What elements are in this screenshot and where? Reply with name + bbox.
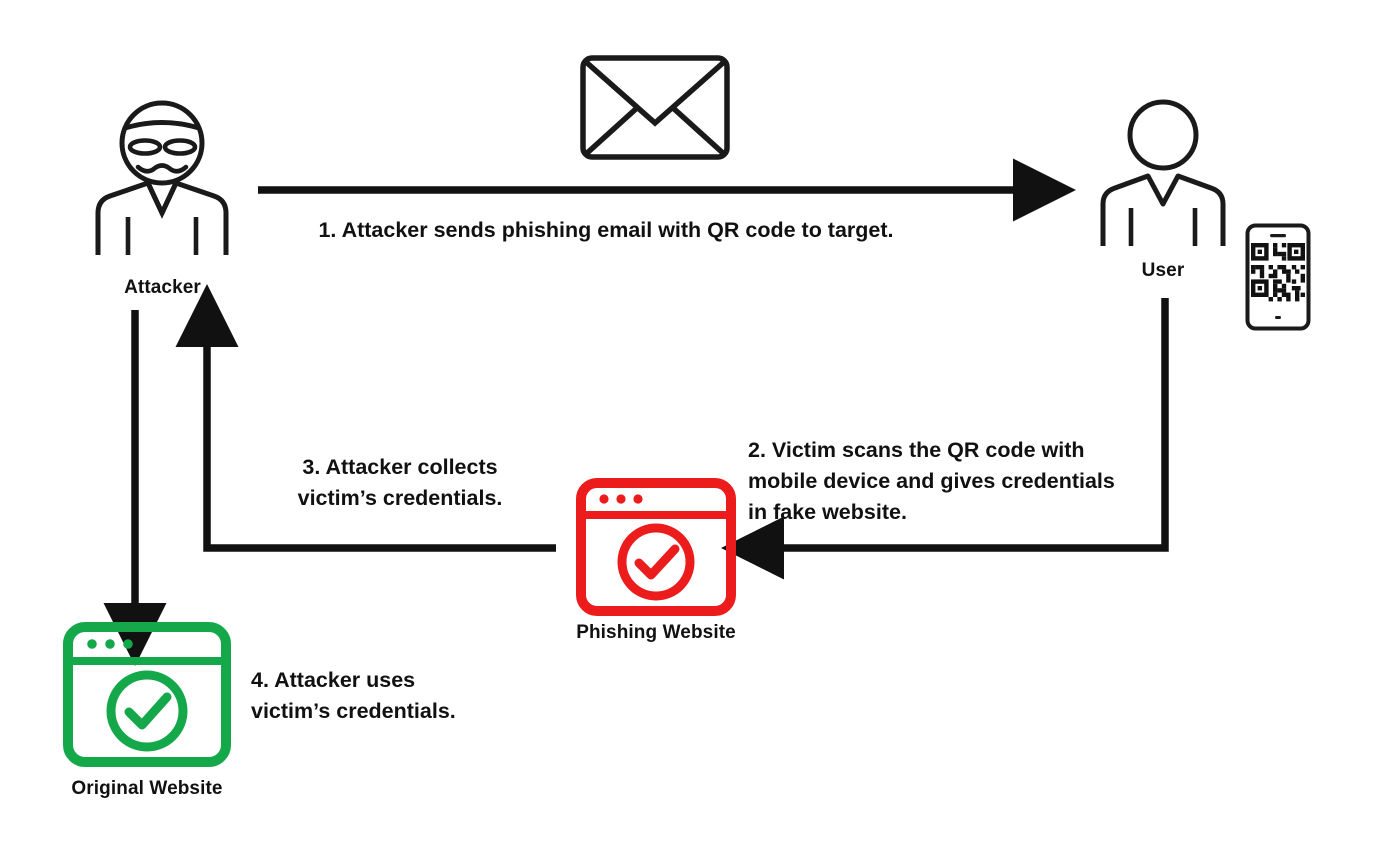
step-4-text: 4. Attacker uses victim’s credentials.	[251, 665, 551, 727]
arrow-step-3	[175, 284, 556, 552]
person-icon	[1100, 99, 1226, 246]
original-website-icon	[63, 622, 231, 767]
phishing-website-icon	[576, 478, 736, 616]
user-label: User	[1141, 260, 1185, 281]
step-2-text: 2. Victim scans the QR code with mobile …	[748, 435, 1148, 528]
masked-person-icon	[95, 100, 229, 255]
step-2-line-1: 2. Victim scans the QR code with	[748, 438, 1085, 462]
step-3-text: 3. Attacker collects victim’s credential…	[264, 452, 536, 514]
step-3-line-2: victim’s credentials.	[297, 486, 503, 510]
arrow-step-2	[721, 298, 1169, 580]
envelope-icon	[580, 55, 730, 160]
step-2-line-2: mobile device and gives credentials	[748, 469, 1115, 493]
step-4-line-1: 4. Attacker uses	[251, 668, 416, 692]
step-1-line-1: 1. Attacker sends phishing email with QR…	[318, 218, 894, 242]
step-2-line-3: in fake website.	[748, 500, 907, 524]
original-website-label: Original Website	[71, 778, 223, 799]
step-1-text: 1. Attacker sends phishing email with QR…	[246, 215, 966, 246]
attacker-label: Attacker	[124, 277, 201, 298]
smartphone-qr-code-icon	[1245, 223, 1311, 331]
phishing-website-label: Phishing Website	[576, 622, 736, 643]
step-3-line-1: 3. Attacker collects	[302, 455, 498, 479]
step-4-line-2: victim’s credentials.	[251, 699, 456, 723]
